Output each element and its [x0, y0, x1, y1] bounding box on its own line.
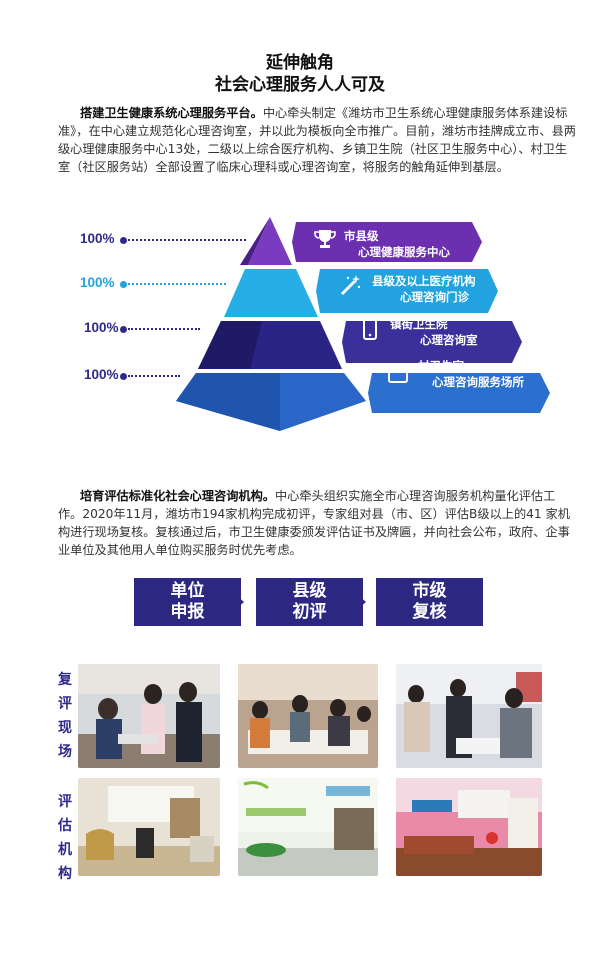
institution-photo-3 — [396, 778, 542, 876]
ribbon-3 — [342, 321, 522, 363]
section2-lead: 培育评估标准化社会心理咨询机构。 — [80, 489, 275, 503]
tier1-percent: 100% — [80, 231, 115, 246]
row2-side-label: 评估机构 — [58, 794, 72, 882]
tier1-line1: 市县级 — [344, 229, 379, 243]
flow-step-3: 市级 复核 — [376, 578, 483, 626]
review-scene-photo-3 — [396, 664, 542, 768]
tier1-dot — [120, 237, 127, 244]
calendar-icon — [388, 363, 408, 383]
tier3-line2: 心理咨询室 — [420, 333, 478, 347]
review-scene-photo-2 — [238, 664, 378, 768]
row1-side-label: 复评现场 — [58, 672, 72, 760]
section2-paragraph: 培育评估标准化社会心理咨询机构。中心牵头组织实施全市心理咨询服务机构量化评估工作… — [58, 487, 578, 559]
tier4-line2: 心理咨询服务场所 — [432, 375, 524, 389]
institution-photo-2 — [238, 778, 378, 876]
flow-step-2-line1: 县级 — [292, 581, 327, 601]
flow-arrow-2 — [328, 588, 366, 616]
ribbon-1 — [292, 222, 482, 262]
tier3-label: 镇街卫生院 心理咨询室 — [390, 316, 478, 348]
tier1-leader — [128, 239, 246, 241]
section2-text: 中心牵头组织实施全市心理咨询服务机构量化评估工作。2020年11月，潍坊市194… — [58, 489, 570, 557]
section1-paragraph: 搭建卫生健康系统心理服务平台。中心牵头制定《潍坊市卫生系统心理健康服务体系建设标… — [58, 104, 578, 176]
ribbon-2 — [316, 269, 498, 313]
flow-step-3-line2: 复核 — [412, 602, 447, 622]
phone-icon — [363, 317, 377, 340]
ribbon-4 — [368, 373, 550, 413]
tier2-percent: 100% — [80, 275, 115, 290]
pyramid-tier-1 — [248, 217, 292, 265]
tier2-line1: 县级及以上医疗机构 — [372, 274, 476, 288]
tier2-leader — [128, 283, 226, 285]
tier4-line1: 村卫生室 — [418, 359, 464, 373]
tier4-dot — [120, 373, 127, 380]
tier3-percent: 100% — [84, 320, 119, 335]
tier4-label: 村卫生室 心理咨询服务场所 — [418, 358, 524, 390]
flow-step-3-line1: 市级 — [412, 581, 447, 601]
review-scene-photo-1 — [78, 664, 220, 768]
section1-lead: 搭建卫生健康系统心理服务平台。 — [80, 106, 263, 120]
tier2-line2: 心理咨询门诊 — [400, 290, 469, 304]
flow-step-1: 单位 申报 — [134, 578, 241, 626]
trophy-icon — [314, 230, 336, 248]
tier3-dot — [120, 326, 127, 333]
page-title-line1: 延伸触角 — [266, 53, 334, 73]
page-title-line2: 社会心理服务人人可及 — [215, 75, 385, 95]
tier3-line1: 镇街卫生院 — [390, 317, 448, 331]
pyramid-infographic — [176, 217, 550, 431]
tier4-leader — [128, 375, 180, 377]
tier1-label: 市县级 心理健康服务中心 — [344, 228, 450, 260]
magic-wand-icon — [340, 275, 361, 296]
flow-step-2-line2: 初评 — [292, 602, 327, 622]
institution-photo-1 — [78, 778, 220, 876]
tier3-leader — [128, 328, 200, 330]
tier2-label: 县级及以上医疗机构 心理咨询门诊 — [372, 273, 476, 305]
flow-step-1-line1: 单位 — [170, 581, 205, 601]
pyramid-tier-2 — [224, 269, 318, 317]
tier2-dot — [120, 281, 127, 288]
tier4-percent: 100% — [84, 367, 119, 382]
flow-arrow-1 — [206, 588, 244, 616]
section1-text: 中心牵头制定《潍坊市卫生系统心理健康服务体系建设标准》，在中心建立规范化心理咨询… — [58, 106, 576, 174]
flow-step-1-line2: 申报 — [170, 602, 205, 622]
tier1-line2: 心理健康服务中心 — [358, 245, 450, 259]
